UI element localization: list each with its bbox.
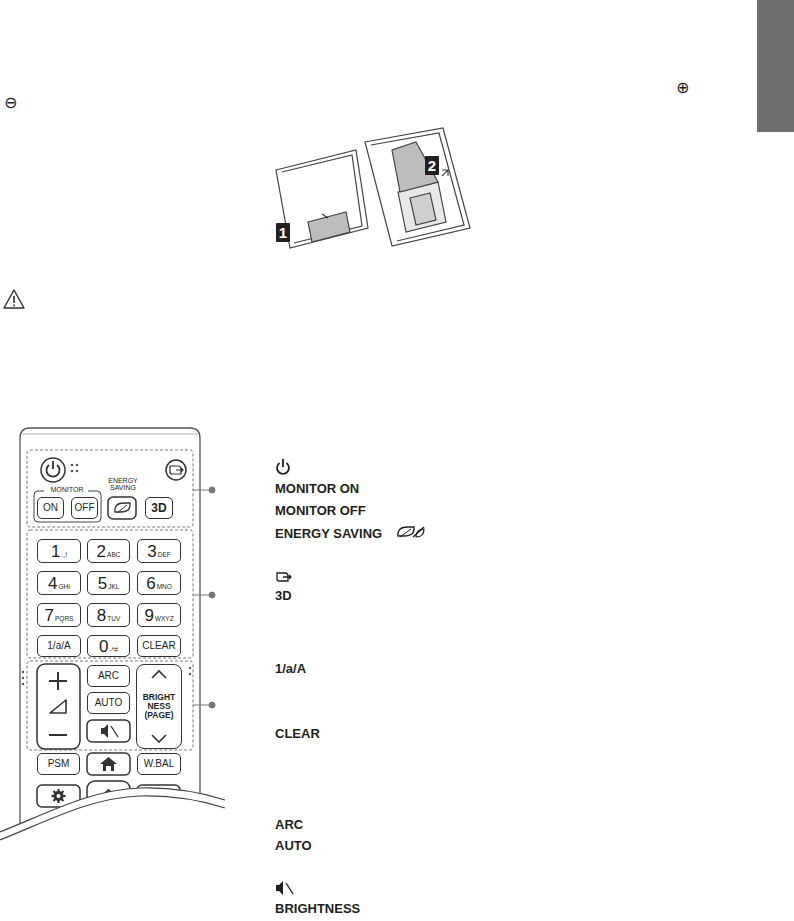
button-label: 1 bbox=[279, 225, 287, 240]
battery-remote-right bbox=[365, 128, 470, 246]
leader-line bbox=[193, 487, 215, 708]
button-label: 3D bbox=[151, 502, 166, 514]
button-label: ARC bbox=[98, 671, 119, 681]
button-name: AUTO bbox=[275, 839, 312, 854]
button-label: OFF bbox=[75, 503, 95, 513]
remote-button: PSM bbox=[37, 753, 80, 775]
button-letters: JKL bbox=[108, 584, 119, 591]
button-caption: ENERGY SAVING bbox=[108, 477, 138, 491]
button-label: ON bbox=[43, 503, 58, 513]
button-label: PSM bbox=[48, 759, 70, 769]
button-label: 0 bbox=[99, 638, 108, 655]
rocker-button: BRIGHT NESS (PAGE) bbox=[136, 664, 182, 749]
group-box bbox=[27, 450, 193, 750]
button-label: 5 bbox=[98, 575, 107, 592]
button-label: 6 bbox=[146, 575, 155, 592]
button-letters: PQRS bbox=[55, 616, 73, 623]
remote-button: CLEAR bbox=[137, 635, 181, 657]
button-name: 1/a/A bbox=[275, 662, 306, 677]
remote-button: 1.,! bbox=[37, 539, 81, 563]
remote-button: 5JKL bbox=[87, 571, 130, 595]
input-button bbox=[166, 460, 186, 480]
remote-button: 2ABC bbox=[87, 539, 130, 563]
monitor-bracket bbox=[34, 491, 101, 522]
remote-button: W.BAL bbox=[137, 753, 181, 775]
energy-saving-button bbox=[108, 497, 136, 519]
remote-button: 3DEF bbox=[137, 539, 181, 563]
remote-button: ON bbox=[37, 497, 64, 519]
remote-button: 3D bbox=[145, 497, 173, 519]
button-label: 2 bbox=[97, 543, 106, 560]
button-letters: MNO bbox=[157, 584, 172, 591]
button-name: BRIGHTNESS bbox=[275, 902, 360, 917]
button-label: 1 bbox=[51, 543, 60, 560]
button-label: 4 bbox=[48, 575, 57, 592]
remote-button: 4GHI bbox=[37, 571, 81, 595]
button-name: MONITOR OFF bbox=[275, 504, 366, 519]
caution-icon bbox=[4, 290, 24, 308]
button-name: MONITOR ON bbox=[275, 482, 359, 497]
remote-button: AUTO bbox=[87, 692, 130, 714]
remote-button: 7PQRS bbox=[37, 603, 81, 627]
button-label: 1/a/A bbox=[47, 641, 70, 651]
polarity-symbol: ⊕ bbox=[676, 79, 689, 97]
polarity-symbol: ⊖ bbox=[4, 94, 17, 112]
button-label: 9 bbox=[144, 607, 153, 624]
button-label: 8 bbox=[97, 607, 106, 624]
volume-rocker bbox=[22, 664, 191, 749]
power-button bbox=[41, 458, 78, 482]
battery-remote-left bbox=[276, 150, 368, 248]
button-name: CLEAR bbox=[275, 727, 320, 742]
button-letters: DEF bbox=[158, 552, 171, 559]
button-label: BRIGHT NESS (PAGE) bbox=[139, 693, 179, 720]
remote-button: 8TUV bbox=[87, 603, 130, 627]
button-letters: .,! bbox=[62, 552, 67, 559]
button-name: ENERGY SAVING bbox=[275, 527, 382, 542]
home-button bbox=[87, 753, 130, 775]
cutaway-wave bbox=[0, 788, 225, 921]
language-tab bbox=[757, 0, 794, 132]
remote-button: 1/a/A bbox=[37, 635, 81, 657]
button-letters: TUV bbox=[107, 616, 120, 623]
button-letters: WXYZ bbox=[155, 616, 174, 623]
remote-button: 9WXYZ bbox=[137, 603, 181, 627]
remote-button: 0-*# bbox=[87, 635, 130, 657]
button-label: AUTO bbox=[95, 698, 123, 708]
button-letters: -*# bbox=[110, 647, 118, 654]
button-caption: MONITOR bbox=[46, 486, 88, 493]
remote-button: OFF bbox=[71, 497, 98, 519]
button-name: 3D bbox=[275, 589, 292, 604]
remote-button: 6MNO bbox=[137, 571, 181, 595]
remote-body bbox=[20, 428, 200, 840]
button-label: 7 bbox=[45, 607, 54, 624]
button-label: CLEAR bbox=[142, 641, 175, 651]
button-label: 2 bbox=[428, 158, 436, 173]
button-label: 3 bbox=[147, 543, 156, 560]
mute-button bbox=[87, 720, 130, 742]
callout-number: 2 bbox=[425, 156, 439, 175]
button-letters: ABC bbox=[107, 552, 120, 559]
button-letters: GHI bbox=[58, 584, 70, 591]
list-icons bbox=[276, 459, 424, 895]
button-label: W.BAL bbox=[144, 759, 175, 769]
callout-number: 1 bbox=[276, 223, 290, 242]
button-name: ARC bbox=[275, 818, 303, 833]
remote-button: ARC bbox=[87, 665, 130, 687]
